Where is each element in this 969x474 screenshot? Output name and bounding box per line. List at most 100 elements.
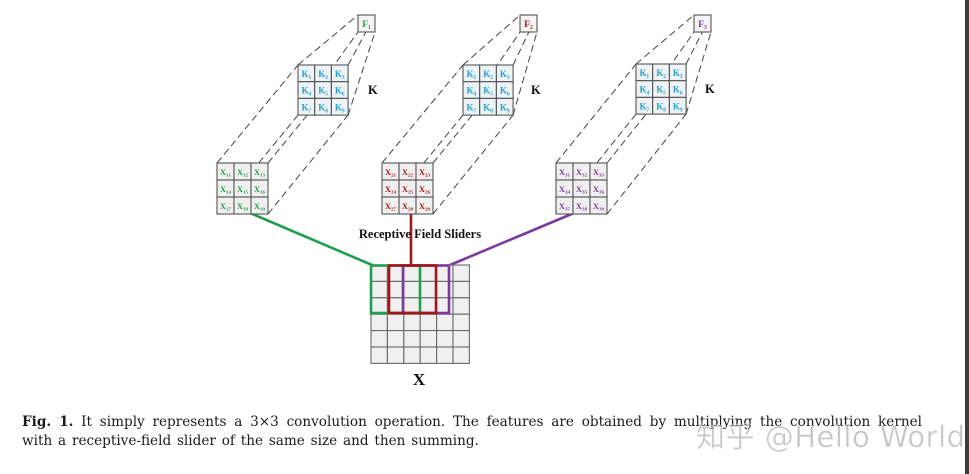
connector-purple <box>449 211 575 267</box>
input-cell <box>419 346 438 364</box>
slider-cell-label: X₃₈ <box>576 201 588 211</box>
slider-highlight-red <box>387 264 438 315</box>
slider-cell-label: X₂₁ <box>385 167 397 177</box>
projection-dash-line <box>512 31 538 116</box>
input-cell <box>386 330 405 348</box>
slider-cell-label: X₁₅ <box>237 184 249 194</box>
kernel-cell-label: K₇ <box>301 102 311 112</box>
input-cell <box>370 313 388 332</box>
kernel-cell-label: K₆ <box>335 86 345 96</box>
input-cell <box>436 280 454 299</box>
kernel-cell-label: K₃ <box>673 68 683 78</box>
input-cell <box>403 330 421 348</box>
input-cell <box>436 264 454 282</box>
kernel-cell-label: K₄ <box>639 85 649 95</box>
slider-cell-label: X₃₃ <box>593 167 605 177</box>
slider-cell-label: X₃₅ <box>576 184 588 194</box>
projection-dash-line <box>555 63 637 164</box>
input-cell <box>452 280 470 299</box>
slider-cell-label: X₂₉ <box>419 201 431 211</box>
input-cell <box>403 346 421 364</box>
slider-cell-label: X₁₉ <box>254 201 266 211</box>
window-edge <box>965 0 969 474</box>
slider-cell-label: X₁₂ <box>237 167 249 177</box>
input-cell <box>452 330 470 348</box>
kernel-cell-label: K₆ <box>500 86 510 96</box>
kernel-cell-label: K₅ <box>483 86 493 96</box>
input-cell <box>386 346 405 364</box>
kernel-grid: K₁ K₂ K₃ K₄ K₅ K₆ K₇ K₈ K₉ <box>297 64 349 116</box>
input-cell <box>452 264 470 282</box>
receptive-field-sliders-label: Receptive Field Sliders <box>359 227 481 241</box>
slider-cell-label: X₃₉ <box>593 201 605 211</box>
slider-cell-label: X₁₃ <box>254 167 266 177</box>
projection-dash-line <box>297 14 359 66</box>
input-cell <box>370 346 388 364</box>
projection-dash-line <box>347 31 376 116</box>
slider-cell-label: X₃₆ <box>593 184 605 194</box>
figure-caption-text: It simply represents a 3×3 convolution o… <box>22 414 922 449</box>
input-cell <box>436 313 454 332</box>
kernel-label: K <box>705 82 715 96</box>
kernel-cell-label: K₈ <box>483 102 493 112</box>
projection-dash-line <box>606 113 687 215</box>
input-cell <box>419 330 438 348</box>
input-cell <box>370 264 388 282</box>
input-cell <box>403 280 421 299</box>
kernel-label: K <box>368 83 378 97</box>
feature-box <box>357 14 376 33</box>
slider-cell-label: X₂₅ <box>402 184 414 194</box>
figure-caption: Fig. 1. It simply represents a 3×3 convo… <box>22 413 922 451</box>
input-cell <box>403 313 421 332</box>
slider-connectors <box>249 211 575 267</box>
kernel-cell-label: K₇ <box>639 101 649 111</box>
kernel-cell-label: K₁ <box>466 69 476 79</box>
kernel-cell-label: K₁ <box>301 69 311 79</box>
projection-dash-line <box>635 14 695 65</box>
slider-cell-label: X₂₄ <box>385 184 397 194</box>
kernel-cell-label: K₅ <box>318 86 328 96</box>
slider-cell-label: X₁₈ <box>237 201 249 211</box>
kernel-cell-label: K₇ <box>466 102 476 112</box>
input-cell <box>436 346 454 364</box>
slider-cell-label: X₁₇ <box>220 201 232 211</box>
slider-cell-label: X₃₁ <box>559 167 571 177</box>
slider-cell-label: X₂₃ <box>419 167 431 177</box>
projection-dash-line <box>381 64 464 164</box>
zhihu-watermark: 知乎 @Hello World <box>696 420 966 455</box>
feature-label: F₁ <box>362 20 371 30</box>
feature-label: F₃ <box>698 20 707 30</box>
input-cell <box>452 313 470 332</box>
slider-cell-label: X₃₄ <box>559 184 571 194</box>
kernel-cell-label: K₂ <box>318 69 328 79</box>
kernel-cell-label: K₂ <box>656 68 666 78</box>
input-cell <box>403 264 421 282</box>
kernel-label: K <box>531 83 541 97</box>
input-cell <box>452 297 470 315</box>
kernel-cell-label: K₄ <box>466 86 476 96</box>
kernel-cell-label: K₄ <box>301 86 311 96</box>
slider-cell-label: X₂₇ <box>385 201 397 211</box>
kernel-cell-label: K₉ <box>335 102 345 112</box>
figure-caption-label: Fig. 1. <box>22 414 74 430</box>
input-cell <box>370 330 388 348</box>
kernel-cell <box>668 96 687 115</box>
kernel-cell-label: K₈ <box>656 101 666 111</box>
kernel-cell-label: K₉ <box>673 101 683 111</box>
projection-dash-line <box>462 14 521 66</box>
input-x-label: X <box>413 370 426 389</box>
slider-cell-label: X₁₄ <box>220 184 232 194</box>
slider-cell-label: X₂₂ <box>402 167 414 177</box>
kernel-cell-label: K₆ <box>673 85 683 95</box>
kernel-cell-label: K₃ <box>335 69 345 79</box>
projection-dash-line <box>267 114 349 215</box>
slider-cell-label: X₁₁ <box>220 167 232 177</box>
feature-box <box>693 14 712 33</box>
kernel-cell-label: K₈ <box>318 102 328 112</box>
